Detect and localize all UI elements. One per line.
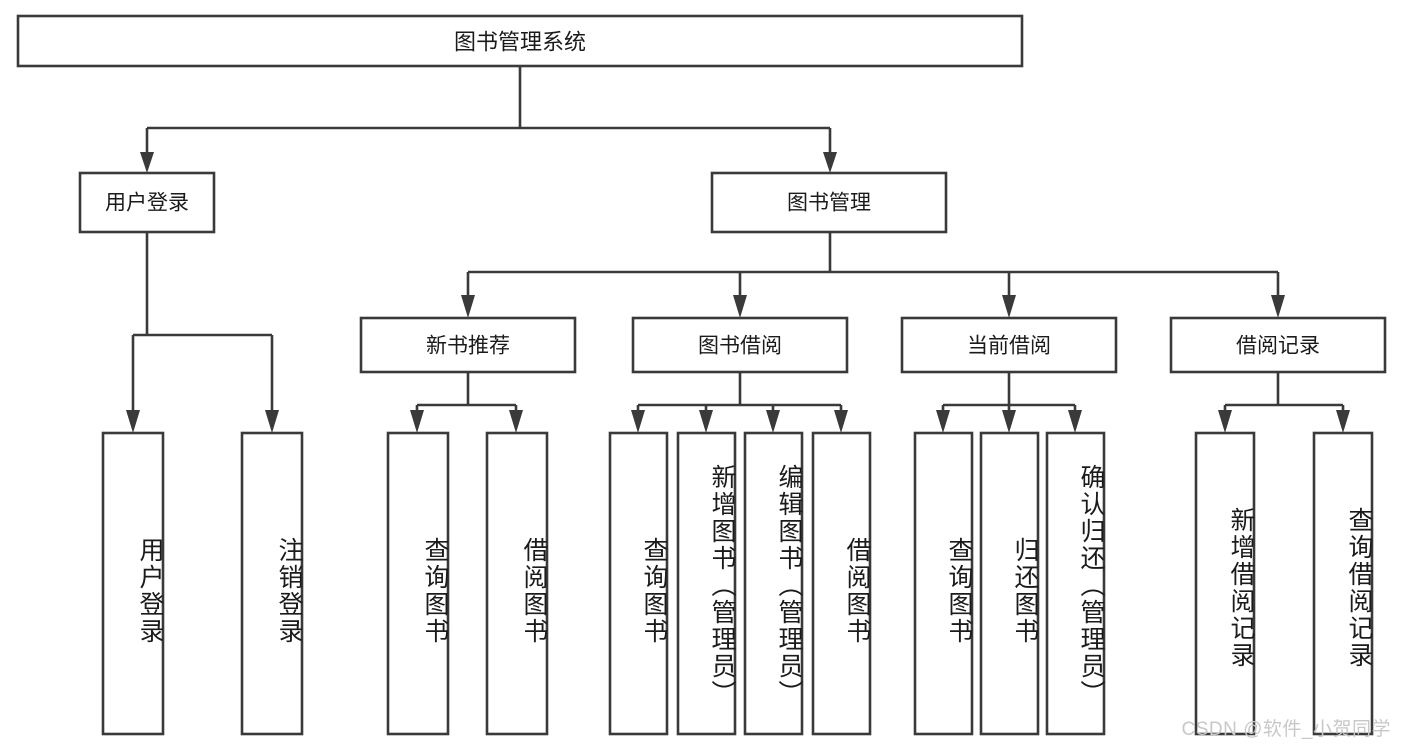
arrow-head-nb-leaf-1 xyxy=(410,410,424,433)
node-borrow-record-label: 借阅记录 xyxy=(1236,335,1320,358)
leaf-box-bb-add-book[interactable] xyxy=(676,431,737,736)
arrow-head-bb-leaf-4 xyxy=(834,410,848,433)
arrow-head-cb-leaf-3 xyxy=(1068,410,1082,433)
leaf-box-bb-query-book[interactable] xyxy=(608,431,669,736)
node-new-book-recommend[interactable]: 新书推荐 xyxy=(359,316,577,374)
arrow-head-book-manage xyxy=(823,152,837,173)
leaf-box-nb-query-book[interactable] xyxy=(386,431,450,736)
leaf-label-br-add-record: 新增借阅记录 xyxy=(1227,507,1255,669)
arrow-head-borrow-record xyxy=(1271,295,1285,318)
node-book-borrow-label: 图书借阅 xyxy=(698,335,782,358)
arrow-head-new-book xyxy=(461,295,475,318)
arrow-head-cb-leaf-1 xyxy=(936,410,950,433)
node-new-book-recommend-label: 新书推荐 xyxy=(426,335,510,358)
arrow-head-leaf-logout xyxy=(265,410,279,433)
arrow-head-current-borrow xyxy=(1002,295,1016,318)
node-book-manage-box[interactable] xyxy=(710,171,948,234)
leaf-box-cb-query-book[interactable] xyxy=(913,431,974,736)
arrow-head-bb-leaf-2 xyxy=(699,410,713,433)
leaf-label-bb-add-book: 新增图书（管理员） xyxy=(708,463,736,707)
node-book-borrow[interactable]: 图书借阅 xyxy=(631,316,849,374)
node-root-label: 图书管理系统 xyxy=(454,30,586,55)
leaf-box-br-query-record[interactable] xyxy=(1312,431,1374,736)
connector-layer xyxy=(126,66,1350,433)
node-user-login[interactable]: 用户登录 xyxy=(78,171,216,234)
node-root[interactable]: 图书管理系统 xyxy=(16,14,1024,68)
node-user-login-label: 用户登录 xyxy=(105,192,189,215)
leaf-label-cb-return-book: 归还图书 xyxy=(1011,537,1039,645)
leaf-box-bb-borrow-book[interactable] xyxy=(811,431,872,736)
arrow-head-br-leaf-2 xyxy=(1336,410,1350,433)
leaf-box-cb-return-book[interactable] xyxy=(979,431,1040,736)
leaf-label-br-query-record: 查询借阅记录 xyxy=(1345,507,1373,669)
node-current-borrow-box[interactable] xyxy=(900,316,1118,374)
leaf-label-cb-confirm-return: 确认归还（管理员） xyxy=(1077,463,1105,707)
leaf-box-user-login[interactable] xyxy=(101,431,165,736)
leaf-box-nb-borrow-book[interactable] xyxy=(485,431,549,736)
node-current-borrow-label: 当前借阅 xyxy=(967,335,1051,358)
arrow-head-leaf-user-login xyxy=(126,410,140,433)
node-current-borrow[interactable]: 当前借阅 xyxy=(900,316,1118,374)
arrow-head-br-leaf-1 xyxy=(1218,410,1232,433)
leaf-box-br-add-record[interactable] xyxy=(1194,431,1256,736)
leaf-label-nb-borrow-book: 借阅图书 xyxy=(520,537,548,645)
leaf-label-user-login: 用户登录 xyxy=(136,537,164,645)
arrow-head-cb-leaf-2 xyxy=(1002,410,1016,433)
leaf-label-nb-query-book: 查询图书 xyxy=(421,537,449,645)
leaf-label-bb-edit-book: 编辑图书（管理员） xyxy=(775,463,803,707)
node-borrow-record-box[interactable] xyxy=(1169,316,1387,374)
node-book-manage-label: 图书管理 xyxy=(787,192,871,215)
node-user-login-box[interactable] xyxy=(78,171,216,234)
watermark-text: CSDN @软件_小贺同学 xyxy=(1181,719,1391,740)
node-borrow-record[interactable]: 借阅记录 xyxy=(1169,316,1387,374)
leaf-label-cb-query-book: 查询图书 xyxy=(945,537,973,645)
node-root-box[interactable] xyxy=(16,14,1024,68)
node-book-borrow-box[interactable] xyxy=(631,316,849,374)
arrow-head-user-login xyxy=(140,152,154,173)
leaf-box-cb-confirm-return[interactable] xyxy=(1045,431,1106,736)
leaf-box-bb-edit-book[interactable] xyxy=(743,431,804,736)
arrow-head-bb-leaf-3 xyxy=(766,410,780,433)
arrow-head-bb-leaf-1 xyxy=(631,410,645,433)
leaf-label-logout: 注销登录 xyxy=(275,537,303,645)
leaf-label-bb-query-book: 查询图书 xyxy=(640,537,668,645)
arrow-head-nb-leaf-2 xyxy=(509,410,523,433)
node-book-manage[interactable]: 图书管理 xyxy=(710,171,948,234)
node-new-book-recommend-box[interactable] xyxy=(359,316,577,374)
leaf-box-logout[interactable] xyxy=(240,431,304,736)
leaf-label-bb-borrow-book: 借阅图书 xyxy=(843,537,871,645)
arrow-head-book-borrow xyxy=(733,295,747,318)
